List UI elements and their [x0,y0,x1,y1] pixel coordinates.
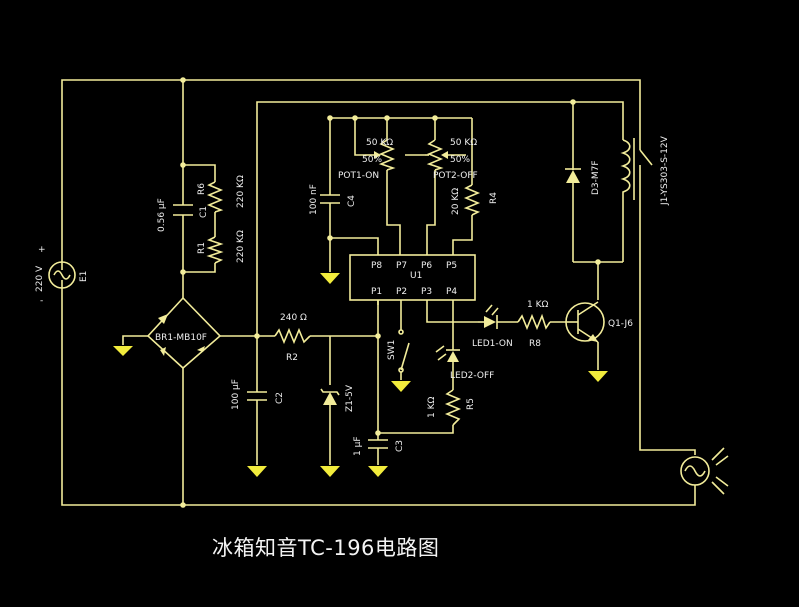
c4-value-label: 100 nF [309,184,319,215]
resistor-r8 [517,313,551,331]
resistor-r5 [444,389,462,426]
ic-u1-body [349,254,476,301]
capacitor-c2 [247,391,267,401]
u1-pin-p5: P5 [446,261,457,271]
u1-pin-p6: P6 [421,261,432,271]
c1-label: C1 [199,206,209,218]
e1-label: E1 [79,271,89,282]
z1-label: Z1-5V [345,384,355,412]
led-led2 [435,345,460,368]
r4-value-label: 20 KΩ [451,188,461,215]
pot1-value-label: 50 KΩ [366,138,393,148]
u1-label: U1 [410,271,422,281]
e1-plus-label: + [38,245,46,255]
r5-label: R5 [466,398,476,410]
c3-value-label: 1 µF [353,437,363,457]
u1-pin-p8: P8 [371,261,382,271]
relay-j1 [620,138,653,200]
potentiometer-pot2 [425,139,466,171]
br1-label: BR1-MB10F [155,333,207,343]
r2-value-label: 240 Ω [280,313,307,323]
capacitor-c1 [173,204,193,216]
junction-dots [180,77,601,508]
r6-value-label: 220 KΩ [236,175,246,208]
led2-label: LED2-OFF [450,371,494,381]
resistor-r2 [274,327,311,345]
resistor-r4 [463,184,481,216]
zener-diode-z1 [320,388,340,405]
pot1-label: POT1-ON [338,171,379,181]
r1-value-label: 220 KΩ [236,230,246,263]
resistor-r6 [206,181,224,213]
pot1-percent-label: 50% [362,155,382,165]
r1-label: R1 [197,242,207,254]
c2-label: C2 [275,392,285,404]
led1-label: LED1-ON [472,339,513,349]
u1-pin-p2: P2 [396,287,407,297]
pot2-label: POT2-OFF [433,171,478,181]
bridge-rectifier-br1 [146,296,222,370]
wires [61,79,696,506]
capacitor-c4 [320,194,340,204]
c1-value-label: 0.56 µF [157,198,167,232]
resistor-r1 [206,236,224,264]
sw1-label: SW1 [387,340,397,360]
c2-value-label: 100 µF [231,379,241,410]
e1-minus-label: - [40,296,43,306]
lamp-load [680,447,729,495]
transistor-q1 [565,301,605,343]
r5-value-label: 1 KΩ [427,397,437,418]
r4-label: R4 [489,192,499,204]
pot2-value-label: 50 KΩ [450,138,477,148]
u1-pin-p7: P7 [396,261,407,271]
u1-pin-p1: P1 [371,287,382,297]
r2-label: R2 [286,353,298,363]
switch-sw1 [398,329,410,373]
u1-pin-p3: P3 [421,287,432,297]
u1-pin-p4: P4 [446,287,457,297]
r8-label: R8 [529,339,541,349]
pot2-percent-label: 50% [450,155,470,165]
d3-label: D3-M7F [591,160,601,195]
ac-source-e1 [48,261,76,289]
c4-label: C4 [347,195,357,207]
ground-symbols [113,273,608,477]
r8-value-label: 1 KΩ [527,300,548,310]
j1-label: J1-YS303-S-12V [660,135,670,206]
potentiometer-pot1 [365,139,396,171]
capacitor-c3 [368,439,388,449]
q1-label: Q1-J6 [608,319,633,329]
led-led1 [478,304,500,329]
diagram-caption: 冰箱知音TC-196电路图 [212,536,440,560]
r6-label: R6 [197,183,207,195]
diode-d3 [565,165,581,188]
e1-voltage-label: 220 V [35,265,45,292]
c3-label: C3 [395,440,405,452]
